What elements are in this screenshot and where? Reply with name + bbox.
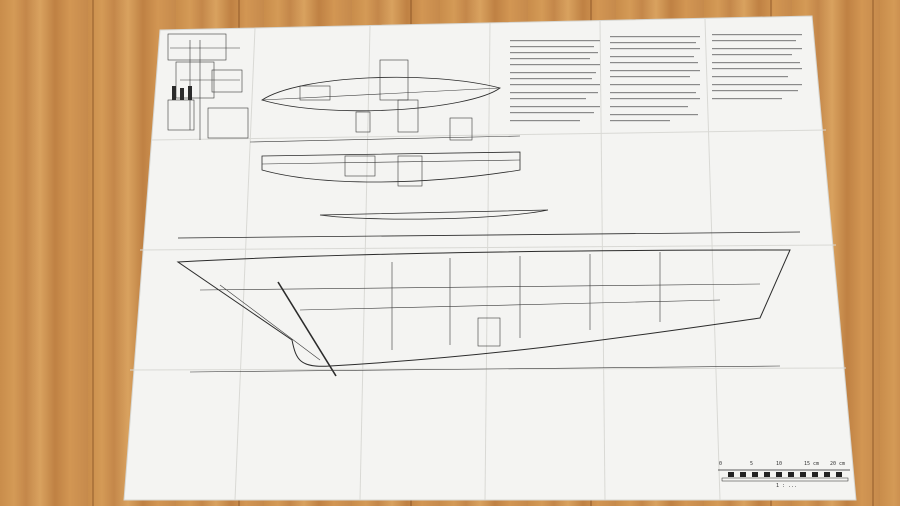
scale-bar: [718, 469, 850, 482]
scale-label-15: 15 cm: [804, 461, 820, 467]
notes-columns: [510, 34, 802, 122]
scale-caption: 1 : ...: [776, 483, 798, 489]
deck-plan: [249, 59, 521, 143]
small-profile: [319, 209, 549, 220]
hull-profile: [176, 231, 801, 377]
scale-label-20: 20 cm: [830, 461, 846, 467]
scale-label-0: 0: [719, 461, 723, 467]
scale-label-10: 10: [776, 461, 783, 467]
wiring-diagram: [167, 33, 249, 140]
scale-label-5: 5: [750, 461, 754, 467]
section-view: [261, 151, 521, 187]
paper: [123, 15, 857, 501]
